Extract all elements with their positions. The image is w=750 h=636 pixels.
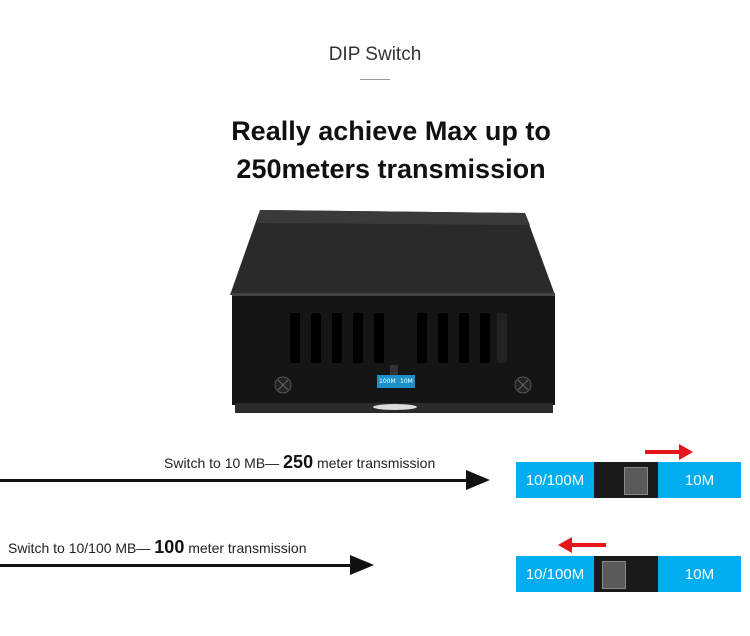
row-10mb-suffix: meter transmission	[313, 455, 436, 471]
row-10-100mb-suffix: meter transmission	[184, 540, 307, 556]
right-arrow-icon	[645, 444, 693, 460]
switch-right-label: 10M	[658, 556, 741, 592]
switch-diagram-10-100m: 10/100M 10M	[516, 556, 741, 592]
section-label: DIP Switch	[328, 44, 422, 65]
media-converter-device: 100M 10M	[225, 205, 560, 420]
switch-knob	[602, 561, 626, 589]
left-arrow-icon	[558, 537, 606, 553]
section-underline	[360, 79, 390, 80]
switch-left-label: 10/100M	[516, 556, 594, 592]
row-10mb-prefix: Switch to 10 MB—	[164, 455, 284, 471]
switch-knob	[624, 467, 648, 495]
headline-line-1: Really achieve Max up to	[231, 116, 551, 146]
row-10-100mb-text: Switch to 10/100 MB— 100 meter transmiss…	[8, 537, 307, 558]
switch-right-label: 10M	[658, 462, 741, 498]
headline-line-2: 250meters transmission	[236, 154, 546, 184]
row-10mb-arrow-line	[0, 479, 470, 482]
row-10mb-arrow-head	[466, 470, 490, 490]
switch-slot	[594, 556, 658, 592]
dip-label-10m: 10M	[400, 378, 413, 385]
device-drawing	[230, 210, 555, 413]
switch-left-label: 10/100M	[516, 462, 594, 498]
row-10-100mb-distance: 100	[154, 537, 185, 557]
row-10-100mb-arrow-line	[0, 564, 352, 567]
switch-diagram-10m: 10/100M 10M	[516, 462, 741, 498]
row-10-100mb-arrow-head	[350, 555, 374, 575]
row-10mb-text: Switch to 10 MB— 250 meter transmission	[164, 452, 435, 473]
row-10mb-distance: 250	[283, 452, 314, 472]
switch-slot	[594, 462, 658, 498]
dip-label-100m: 100M	[379, 378, 396, 385]
row-10-100mb-prefix: Switch to 10/100 MB—	[8, 540, 155, 556]
headline: Really achieve Max up to 250meters trans…	[0, 112, 750, 188]
